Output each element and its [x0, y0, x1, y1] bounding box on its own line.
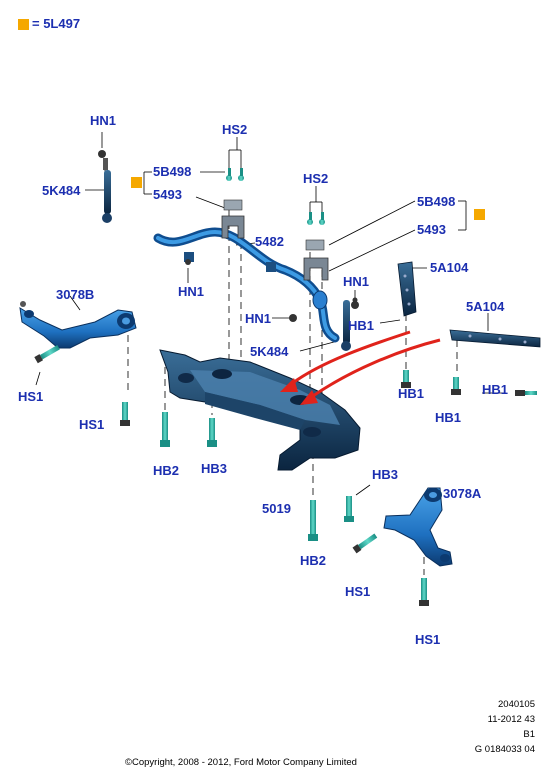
- label-hn1-left: HN1: [178, 284, 205, 299]
- label-5k484-left: 5K484: [42, 183, 81, 198]
- label-5482: 5482: [255, 234, 284, 249]
- label-5a104-top: 5A104: [430, 260, 469, 275]
- label-hb1-d: HB1: [482, 382, 509, 397]
- footer-code-1: 2040105: [498, 699, 535, 710]
- lower-arm-left: [19, 301, 137, 349]
- label-hs1-mid: HS1: [79, 417, 105, 432]
- label-5b498-left: 5B498: [153, 164, 192, 179]
- label-3078a: 3078A: [443, 486, 482, 501]
- copyright-text: ©Copyright, 2008 - 2012, Ford Motor Comp…: [125, 757, 357, 768]
- clamp-right: [303, 212, 329, 281]
- label-hn1-right: HN1: [343, 274, 370, 289]
- legend-text: = 5L497: [32, 16, 81, 31]
- footer-code-4: G 0184033 04: [474, 744, 535, 755]
- subframe: [159, 349, 361, 471]
- label-5493-left: 5493: [153, 187, 182, 202]
- label-5493-right: 5493: [417, 222, 446, 237]
- footer-code-3: B1: [523, 729, 535, 740]
- label-5b498-right: 5B498: [417, 194, 456, 209]
- legend-swatch: [18, 19, 29, 30]
- label-3078b: 3078B: [56, 287, 95, 302]
- lower-arm-right: [383, 487, 453, 567]
- label-hb1-a: HB1: [348, 318, 375, 333]
- red-arrows: [280, 330, 441, 405]
- label-5k484-mid: 5K484: [250, 344, 289, 359]
- stabilizer-link-left: [98, 150, 112, 223]
- stabilizer-bar: [153, 227, 340, 343]
- label-hb1-b: HB1: [398, 386, 425, 401]
- reinforcement-vertical: [397, 261, 417, 317]
- label-5a104-right: 5A104: [466, 299, 505, 314]
- label-hb2-bottom: HB2: [300, 553, 327, 568]
- label-hs1-left: HS1: [18, 389, 44, 404]
- clamp-left: [221, 168, 245, 239]
- amber-marker-right: [474, 209, 485, 220]
- label-hb3-right: HB3: [372, 467, 399, 482]
- label-hb3-left: HB3: [201, 461, 228, 476]
- stabilizer-link-right: [289, 300, 359, 351]
- reinforcement-horizontal: [449, 329, 541, 348]
- label-hs2-top: HS2: [222, 122, 248, 137]
- label-hn1-top: HN1: [90, 113, 117, 128]
- footer-code-2: 11-2012 43: [487, 714, 535, 725]
- bolts: [34, 259, 537, 606]
- label-hs1-right: HS1: [345, 584, 371, 599]
- label-5019: 5019: [262, 501, 291, 516]
- label-hb2-left: HB2: [153, 463, 180, 478]
- label-hb1-c: HB1: [435, 410, 462, 425]
- label-hn1-mid: HN1: [245, 311, 272, 326]
- label-hs2-right: HS2: [303, 171, 329, 186]
- amber-marker-left: [131, 177, 142, 188]
- label-hs1-bottom: HS1: [415, 632, 441, 647]
